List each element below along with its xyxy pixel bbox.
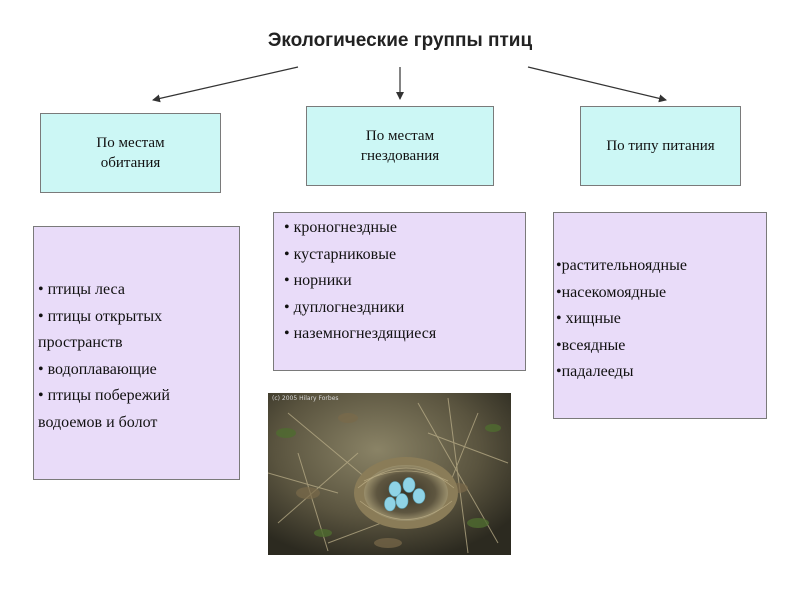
bird-nest-photo: (c) 2005 Hilary Forbes xyxy=(268,393,511,555)
nesting-groups-list: • кроногнездные • кустарниковые • норник… xyxy=(273,212,526,371)
list-item: • водоплавающие xyxy=(38,360,157,378)
list-item: • дуплогнездники xyxy=(284,298,405,316)
category-habitat: По местам обитания xyxy=(40,113,221,193)
category-feeding: По типу питания xyxy=(580,106,741,186)
list-item: • наземногнездящиеся xyxy=(284,325,437,342)
category-nesting: По местам гнездования xyxy=(306,106,494,186)
feeding-groups-list: •растительноядные •насекомоядные • хищны… xyxy=(553,212,767,419)
diagram-title: Экологические группы птиц xyxy=(267,30,533,51)
list-item: •растительноядные xyxy=(556,257,687,274)
list-item: • хищные xyxy=(556,310,621,327)
list-item: •падалееды xyxy=(556,363,634,380)
list-item: • кроногнездные xyxy=(284,219,397,236)
list-item: • птицы леса xyxy=(38,281,125,298)
photo-caption: (c) 2005 Hilary Forbes xyxy=(272,395,339,402)
list-item: • норники xyxy=(284,272,352,289)
list-item: • кустарниковые xyxy=(284,245,397,263)
list-item: •насекомоядные xyxy=(556,283,667,301)
list-item: • птицы открытых пространств xyxy=(38,307,163,352)
arrow-to-feeding xyxy=(527,66,667,103)
category-habitat-label: По местам обитания xyxy=(96,135,165,171)
nest-illustration xyxy=(268,393,511,555)
category-feeding-label: По типу питания xyxy=(606,138,715,154)
list-item: • птицы побережий водоемов и болот xyxy=(38,387,170,431)
list-item: •всеядные xyxy=(556,336,626,354)
category-nesting-label: По местам гнездования xyxy=(360,128,440,164)
habitat-groups-list: • птицы леса • птицы открытых пространст… xyxy=(33,226,240,480)
arrow-to-habitat xyxy=(152,66,299,103)
bird-eggs xyxy=(384,477,426,512)
